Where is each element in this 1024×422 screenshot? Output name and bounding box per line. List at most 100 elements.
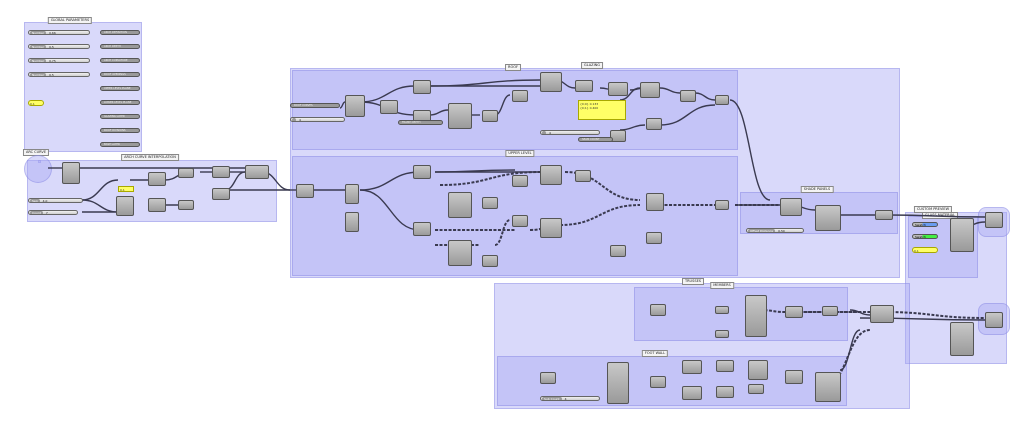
component[interactable]: [575, 170, 591, 182]
component[interactable]: [448, 240, 472, 266]
component[interactable]: [650, 304, 666, 316]
component[interactable]: [345, 95, 365, 117]
component[interactable]: [482, 110, 498, 122]
component[interactable]: [607, 362, 629, 404]
component[interactable]: [245, 165, 269, 179]
component[interactable]: [875, 210, 893, 220]
component[interactable]: [608, 82, 628, 96]
param-8[interactable]: BASE LAYER: [100, 142, 140, 147]
group-roof[interactable]: [292, 70, 738, 150]
component[interactable]: [650, 376, 666, 388]
component[interactable]: [716, 386, 734, 398]
component[interactable]: [575, 80, 593, 92]
component[interactable]: [512, 175, 528, 187]
slider-label: [292, 118, 296, 121]
colour-swatch[interactable]: Swatch: [912, 222, 938, 227]
number-slider[interactable]: 4: [540, 130, 600, 135]
component[interactable]: [212, 188, 230, 200]
component[interactable]: [870, 305, 894, 323]
component[interactable]: [785, 370, 803, 384]
component[interactable]: [116, 196, 134, 216]
component[interactable]: [345, 212, 359, 232]
component[interactable]: [148, 172, 166, 186]
component[interactable]: [950, 322, 974, 356]
component[interactable]: [682, 360, 702, 374]
colour-swatch[interactable]: Swatch: [912, 234, 938, 239]
component[interactable]: [212, 166, 230, 178]
component[interactable]: [178, 200, 194, 210]
component[interactable]: [413, 165, 431, 179]
component[interactable]: [646, 193, 664, 211]
component[interactable]: [815, 372, 841, 402]
param-3[interactable]: ROOF OPENINGS: [100, 72, 140, 77]
component[interactable]: [296, 184, 314, 198]
param-9[interactable]: ROOF CURVES: [290, 103, 340, 108]
component[interactable]: [512, 90, 528, 102]
component[interactable]: [716, 360, 734, 372]
component[interactable]: [715, 306, 729, 314]
component[interactable]: [715, 330, 729, 338]
component[interactable]: [148, 198, 166, 212]
component[interactable]: [985, 312, 1003, 328]
slider-value: 4: [564, 397, 567, 401]
component[interactable]: [540, 218, 562, 238]
param-10[interactable]: FRAME DEPTH: [398, 120, 443, 125]
component[interactable]: [178, 168, 194, 178]
panel-line: {0;0} 0.133: [580, 102, 599, 106]
param-5[interactable]: LOWER LEVEL PLANE: [100, 100, 140, 105]
component[interactable]: [780, 198, 802, 216]
component[interactable]: [380, 100, 398, 114]
component[interactable]: [413, 80, 431, 94]
value-panel: 0.1: [118, 186, 134, 192]
param-1[interactable]: ARCH DEPTH: [100, 44, 140, 49]
number-slider[interactable]: 4: [290, 117, 345, 122]
component[interactable]: [413, 222, 431, 236]
component[interactable]: [950, 218, 974, 252]
component[interactable]: [62, 162, 80, 184]
component[interactable]: [985, 212, 1003, 228]
component[interactable]: [448, 103, 472, 129]
group-truss_top[interactable]: [634, 287, 848, 341]
component[interactable]: [822, 306, 838, 316]
param-6[interactable]: GLAZING LAYER: [100, 114, 140, 119]
component[interactable]: [715, 95, 729, 105]
param-2[interactable]: ARCH CURVATURE: [100, 58, 140, 63]
component[interactable]: [682, 386, 702, 400]
component[interactable]: [745, 295, 767, 337]
component[interactable]: [512, 215, 528, 227]
component[interactable]: [482, 197, 498, 209]
component[interactable]: [785, 306, 803, 318]
component[interactable]: [482, 255, 498, 267]
component[interactable]: [680, 90, 696, 102]
component[interactable]: [610, 245, 626, 257]
component[interactable]: [345, 184, 359, 204]
wire: [81, 179, 119, 201]
param-7[interactable]: ROOF DIVISIONS: [100, 128, 140, 133]
component[interactable]: [715, 200, 729, 210]
curve-param-circle[interactable]: [24, 155, 52, 183]
component[interactable]: [646, 232, 662, 244]
component[interactable]: [448, 192, 472, 218]
component[interactable]: [640, 82, 660, 98]
param-11[interactable]: SEAM COUNT: [578, 137, 613, 142]
component[interactable]: [540, 165, 562, 185]
group-label: ARCH CURVE INTERPOLATION: [121, 154, 179, 161]
param-4[interactable]: UPPER LEVEL PLANE: [100, 86, 140, 91]
param-0[interactable]: ARCH DEFINITION: [100, 30, 140, 35]
component[interactable]: [815, 205, 841, 231]
component[interactable]: [748, 384, 764, 394]
component[interactable]: [646, 118, 662, 130]
slider-value: 4: [299, 118, 301, 122]
component[interactable]: [540, 72, 562, 92]
component[interactable]: [610, 130, 626, 142]
component[interactable]: [540, 372, 556, 384]
component[interactable]: [748, 360, 768, 380]
